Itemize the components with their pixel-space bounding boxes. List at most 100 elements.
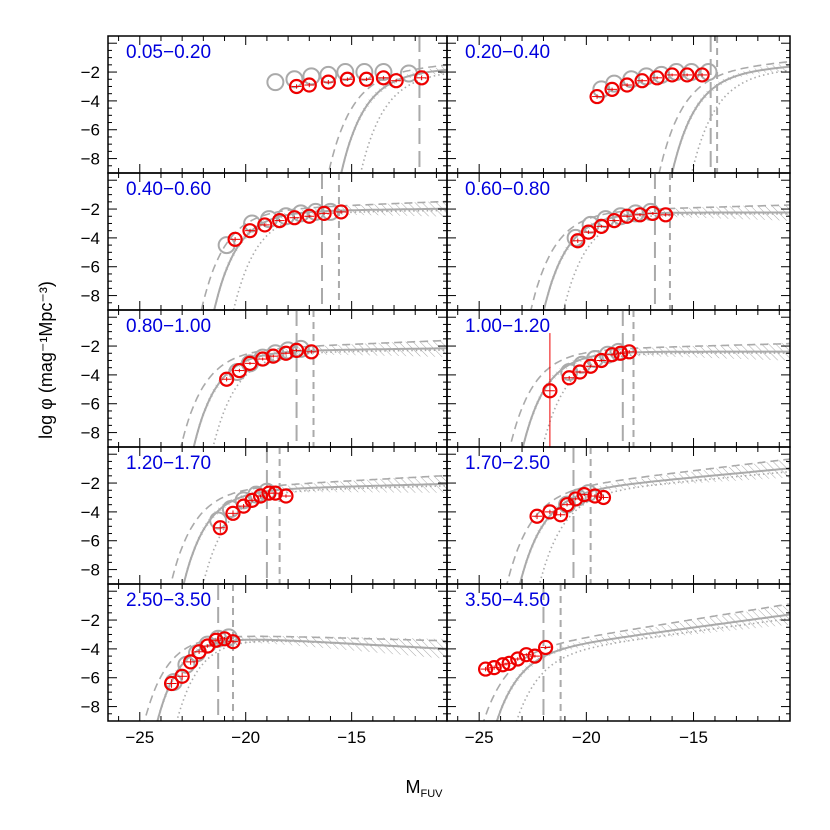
comparison-data-point	[355, 63, 374, 82]
y-tick-label: −8	[81, 150, 100, 169]
panel-plot-area	[477, 584, 790, 721]
y-tick-label: −6	[81, 121, 100, 140]
panel: 0.60−0.80	[446, 172, 791, 311]
data-point	[231, 362, 247, 379]
panel: −25−20−153.50−4.50	[446, 583, 791, 747]
data-point	[388, 73, 404, 89]
comparison-data-point	[302, 67, 321, 86]
panel: 1.70−2.50	[446, 446, 791, 585]
comparison-data-point	[291, 339, 310, 358]
y-tick-label: −2	[81, 337, 100, 356]
data-point	[252, 488, 269, 504]
data-point	[604, 347, 620, 363]
dashed-model-curve	[658, 60, 790, 173]
data-point	[510, 651, 526, 667]
panel-redshift-label: 0.40−0.60	[126, 179, 211, 200]
data-point	[227, 231, 243, 247]
x-tick-label: −25	[125, 728, 154, 747]
data-point	[664, 67, 680, 83]
data-point	[568, 491, 584, 507]
y-tick-label: −6	[81, 395, 100, 414]
data-point	[595, 489, 612, 506]
data-point	[301, 208, 317, 224]
data-point	[301, 77, 317, 93]
data-point	[613, 345, 629, 361]
dotted-model-curve	[202, 485, 447, 584]
y-tick-label: −8	[81, 698, 100, 717]
data-point	[634, 73, 650, 89]
y-tick-label: −2	[81, 63, 100, 82]
data-point	[244, 492, 260, 508]
dotted-model-curve	[538, 470, 790, 584]
panel-redshift-label: 0.05−0.20	[126, 42, 211, 63]
data-point	[267, 485, 283, 501]
dashed-model-curve	[509, 342, 790, 447]
panel-plot-area	[506, 447, 790, 584]
data-point	[649, 70, 665, 86]
panel-frame	[446, 583, 791, 722]
panel-redshift-label: 0.60−0.80	[465, 179, 550, 200]
data-point	[288, 342, 305, 358]
data-point	[542, 383, 558, 399]
y-tick-label: −6	[81, 258, 100, 277]
x-tick-label: −20	[231, 728, 260, 747]
y-tick-label: −8	[81, 561, 100, 580]
panel: 0.20−0.40	[446, 35, 791, 174]
y-tick-label: −4	[81, 366, 100, 385]
data-point	[518, 647, 534, 663]
x-tick-label: −20	[572, 728, 601, 747]
panel-plot-area	[509, 310, 790, 447]
y-tick-label: −4	[81, 229, 100, 248]
panel-redshift-label: 1.20−1.70	[126, 453, 211, 474]
panel-redshift-label: 0.80−1.00	[126, 316, 211, 337]
panel-plot-area	[170, 447, 447, 584]
panel: −2−4−6−81.20−1.70	[81, 446, 448, 585]
data-point	[694, 67, 710, 83]
y-tick-label: −6	[81, 669, 100, 688]
data-point	[580, 224, 597, 240]
comparison-data-point	[699, 63, 718, 82]
data-point	[413, 70, 430, 86]
data-point	[257, 217, 273, 233]
panel-redshift-label: 3.50−4.50	[465, 590, 550, 611]
data-point	[477, 661, 494, 677]
panel-plot-area	[530, 173, 790, 310]
data-point	[286, 210, 303, 226]
panel-plot-area	[143, 584, 447, 721]
y-tick-label: −4	[81, 92, 100, 111]
data-point	[606, 212, 622, 229]
uncertainty-band	[182, 474, 447, 584]
data-point	[619, 77, 635, 93]
y-tick-label: −8	[81, 287, 100, 306]
dashed-model-curve	[530, 204, 790, 310]
panel-plot-area	[589, 36, 790, 173]
data-point	[333, 204, 349, 220]
uncertainty-band	[495, 604, 790, 721]
comparison-data-point	[581, 215, 600, 234]
uncertainty-band	[521, 342, 790, 447]
data-point	[486, 660, 502, 676]
data-point	[542, 504, 558, 520]
data-point	[278, 345, 294, 361]
data-point	[527, 648, 543, 664]
panel-plot-area	[200, 173, 447, 310]
uncertainty-band	[213, 200, 447, 310]
data-point	[216, 631, 233, 647]
schechter-fit-curve	[182, 482, 447, 584]
data-point	[278, 488, 294, 504]
panel-plot-area	[180, 310, 447, 447]
panel: −2−4−6−80.40−0.60	[81, 172, 448, 311]
data-point	[358, 71, 375, 87]
dashed-model-curve	[506, 458, 790, 584]
y-tick-label: −4	[81, 503, 100, 522]
x-axis-subscript: FUV	[421, 788, 444, 800]
x-tick-label: −25	[465, 728, 494, 747]
uncertainty-band	[542, 204, 790, 310]
data-point	[316, 205, 332, 221]
data-point	[225, 634, 241, 650]
data-point	[255, 351, 271, 367]
y-tick-label: −8	[81, 424, 100, 443]
data-point	[621, 344, 637, 360]
panel-redshift-label: 0.20−0.40	[465, 42, 550, 63]
comparison-data-point	[285, 70, 304, 89]
